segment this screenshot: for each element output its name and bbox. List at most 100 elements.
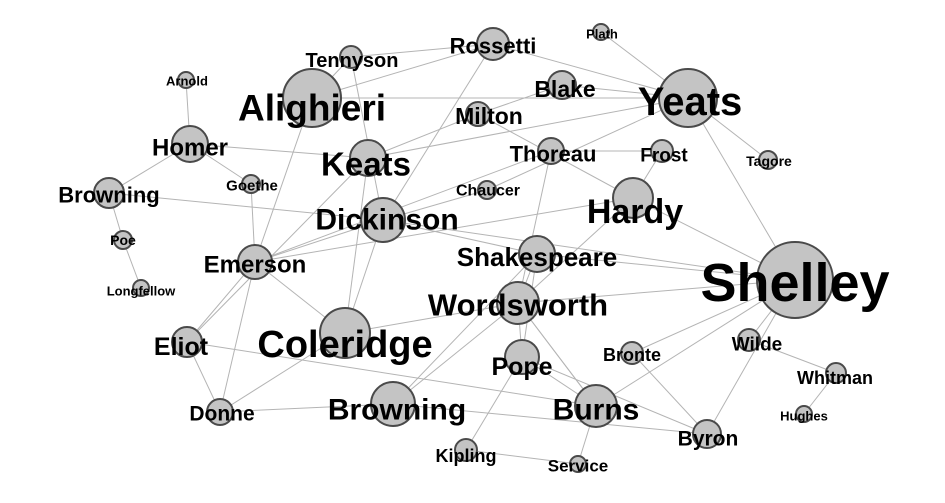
edge-browning1-dickinson: [108, 192, 384, 221]
node-circle: [825, 362, 847, 384]
node-arnold: Arnold: [166, 71, 208, 89]
node-keats: Keats: [321, 139, 411, 183]
node-label: Thoreau: [510, 142, 597, 167]
node-circle: [171, 125, 209, 163]
edge-shelley-shakespeare: [536, 253, 796, 281]
node-label: Blake: [534, 76, 595, 102]
edge-thoreau-wordsworth: [517, 150, 552, 304]
node-label: Shakespeare: [457, 242, 617, 272]
node-shakespeare: Shakespeare: [457, 235, 617, 273]
node-circle: [93, 177, 125, 209]
node-circle: [206, 398, 234, 426]
node-circle: [237, 244, 273, 280]
edge-donne-browning2: [219, 403, 394, 413]
edge-coleridge-wordsworth: [344, 302, 519, 334]
node-label: Dickinson: [315, 204, 458, 237]
edge-keats-milton: [367, 113, 479, 159]
node-circle: [132, 279, 150, 297]
edge-eliot-burns: [186, 341, 597, 407]
node-donne: Donne: [189, 398, 255, 426]
node-frost: Frost: [640, 139, 688, 167]
node-dickinson: Dickinson: [315, 197, 459, 243]
node-whitman: Whitman: [797, 362, 873, 388]
node-circle: [795, 405, 813, 423]
node-circle: [349, 139, 387, 177]
node-label: Wordsworth: [428, 288, 608, 323]
node-circle: [574, 384, 618, 428]
node-circle: [360, 197, 406, 243]
node-circle: [465, 101, 491, 127]
edge-thoreau-emerson: [254, 150, 552, 263]
node-label: Hardy: [587, 193, 683, 231]
node-circle: [476, 27, 510, 61]
node-circle: [319, 307, 371, 359]
node-longfellow: Longfellow: [107, 279, 176, 299]
edge-shakespeare-browning2: [392, 253, 538, 405]
node-circle: [518, 235, 556, 273]
node-label: Browning: [328, 394, 466, 427]
node-service: Service: [548, 455, 609, 476]
node-circle: [547, 70, 577, 100]
node-label: Whitman: [797, 368, 873, 388]
edge-tennyson-rossetti: [350, 43, 494, 58]
node-tennyson: Tennyson: [306, 45, 399, 72]
edge-rossetti-dickinson: [382, 43, 494, 221]
node-label: Emerson: [204, 252, 307, 279]
node-browning1: Browning: [58, 177, 160, 209]
node-label: Tennyson: [306, 50, 399, 72]
edge-dickinson-shakespeare: [382, 219, 538, 255]
node-shelley: Shelley: [700, 241, 890, 319]
node-circle: [177, 71, 195, 89]
node-label: Goethe: [226, 178, 278, 195]
node-label: Browning: [58, 183, 159, 208]
node-layer: Shelley Yeats AlighieriColeridgeWordsworth…: [58, 23, 890, 476]
edge-hardy-wordsworth: [517, 197, 634, 304]
node-kipling: Kipling: [436, 438, 497, 466]
edge-chaucer-yeats: [486, 97, 689, 191]
node-poe: Poe: [110, 230, 136, 250]
node-label: Frost: [640, 146, 688, 167]
edge-shelley-wordsworth: [517, 279, 796, 304]
edge-wilde-whitman: [748, 339, 837, 374]
node-circle: [504, 339, 540, 375]
node-circle: [692, 419, 722, 449]
edge-wordsworth-browning2: [392, 302, 519, 405]
edge-shelley-burns: [595, 279, 796, 407]
node-label: Service: [548, 457, 609, 476]
node-circle: [241, 174, 261, 194]
node-circle: [650, 139, 674, 163]
node-label: Coleridge: [257, 324, 432, 366]
node-rossetti: Rossetti: [450, 27, 536, 61]
node-label: Alighieri: [238, 88, 386, 129]
edge-bronte-byron: [631, 352, 708, 435]
node-hughes: Hughes: [780, 405, 828, 424]
edge-tennyson-dickinson: [350, 56, 384, 221]
node-label: Yeats: [638, 80, 743, 124]
edge-hardy-emerson: [254, 197, 634, 263]
node-bronte: Bronte: [603, 341, 661, 365]
node-circle: [496, 281, 540, 325]
node-circle: [756, 241, 834, 319]
node-circle: [592, 23, 610, 41]
node-label: Arnold: [166, 74, 208, 89]
edge-coleridge-keats: [344, 157, 369, 334]
node-circle: [758, 150, 778, 170]
node-blake: Blake: [534, 70, 596, 102]
edge-rossetti-yeats: [492, 43, 689, 99]
node-alighieri: Alighieri: [238, 68, 386, 129]
node-label: Wilde: [732, 335, 783, 356]
edge-eliot-keats: [186, 157, 369, 343]
node-pope: Pope: [491, 339, 553, 381]
node-chaucer: Chaucer: [456, 180, 520, 200]
node-label: Hughes: [780, 409, 828, 424]
node-circle: [282, 68, 342, 128]
node-label: Plath: [586, 27, 618, 42]
node-label: Donne: [189, 403, 254, 426]
node-circle: [620, 341, 644, 365]
node-circle: [737, 328, 761, 352]
edge-emerson-donne: [219, 261, 256, 413]
node-circle: [370, 381, 416, 427]
node-wordsworth: Wordsworth: [428, 281, 608, 325]
node-circle: [339, 45, 363, 69]
